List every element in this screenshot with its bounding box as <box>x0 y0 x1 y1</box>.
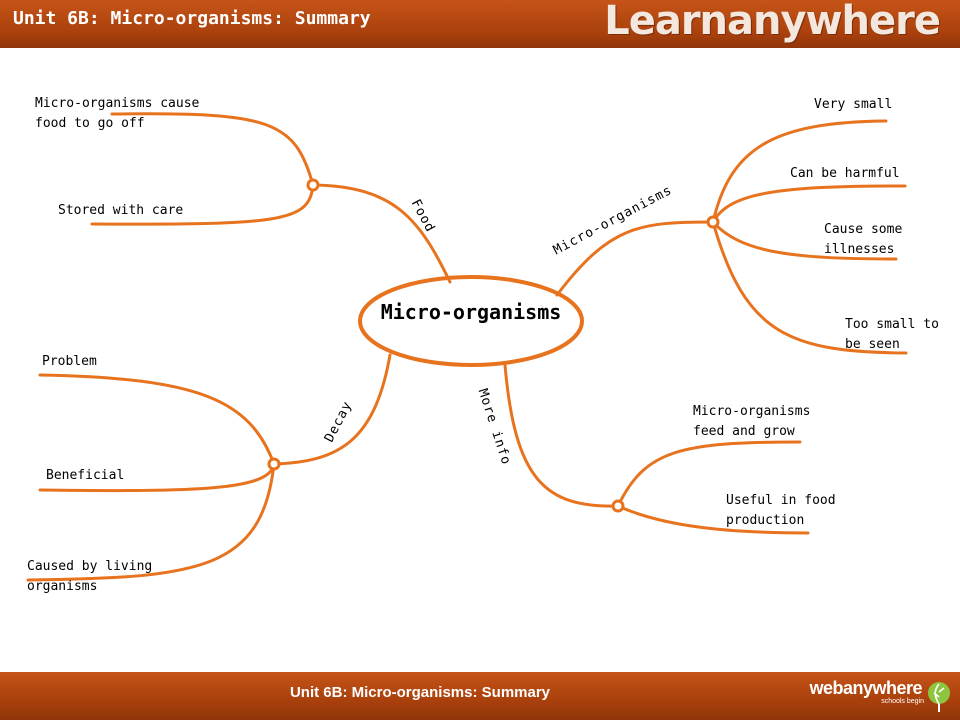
leaf-more-2: Useful in food production <box>726 493 836 528</box>
branch-line-more <box>503 363 620 508</box>
header-bar: Unit 6B: Micro-organisms: Summary Learna… <box>0 0 960 48</box>
leaf-more-1: Micro-organisms feed and grow <box>693 404 811 439</box>
brand-logo: Learnanywhere <box>604 0 941 44</box>
leaf-line-micro-2 <box>711 184 907 224</box>
branch-line-food <box>311 183 452 284</box>
leaf-line-more-1 <box>616 440 802 508</box>
leaf-decay-3: Caused by living organisms <box>27 559 153 594</box>
branch-line-micro <box>555 220 715 297</box>
leaf-line-micro-1 <box>711 119 888 224</box>
node-micro <box>706 215 720 229</box>
leaf-decay-1: Problem <box>42 354 97 369</box>
node-food <box>306 178 320 192</box>
leaf-line-decay-2 <box>38 462 276 493</box>
page-title: Unit 6B: Micro-organisms: Summary <box>13 8 371 29</box>
leaf-line-decay-3 <box>26 462 276 582</box>
leaf-decay-2: Beneficial <box>46 468 125 483</box>
leaf-icon <box>928 682 950 712</box>
leaf-micro-3: Cause some illnesses <box>824 222 903 257</box>
footer-bar: Unit 6B: Micro-organisms: Summary webany… <box>0 672 960 720</box>
leaf-line-decay-1 <box>38 373 276 466</box>
mind-map <box>26 112 908 582</box>
branch-line-decay <box>272 353 392 466</box>
node-decay <box>267 457 281 471</box>
footer-tagline: schools begin <box>881 698 924 705</box>
leaf-line-food-1 <box>110 112 315 187</box>
leaf-food-2: Stored with care <box>58 203 184 218</box>
leaf-food-1: Micro-organisms cause food to go off <box>35 96 200 131</box>
leaf-line-more-2 <box>616 504 810 535</box>
center-topic: Micro-organisms <box>380 300 562 324</box>
leaf-line-micro-3 <box>711 220 898 261</box>
footer-title: Unit 6B: Micro-organisms: Summary <box>289 684 551 701</box>
node-more <box>611 499 625 513</box>
leaf-line-food-2 <box>90 183 315 226</box>
footer-logo: webanywhere <box>809 678 922 698</box>
leaf-micro-4: Too small to be seen <box>845 317 939 352</box>
center-ellipse <box>358 275 584 367</box>
leaf-line-micro-4 <box>711 220 908 355</box>
leaf-micro-2: Can be harmful <box>790 166 900 181</box>
leaf-micro-1: Very small <box>814 97 893 112</box>
